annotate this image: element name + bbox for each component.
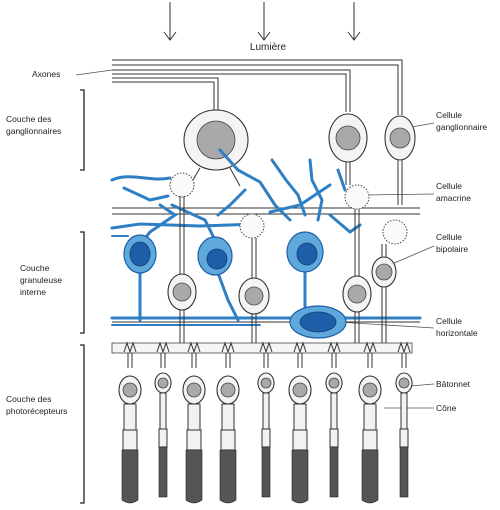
blue-amacrine-cells xyxy=(123,231,347,339)
cellule-bipolaire-label-line2: bipolaire xyxy=(436,244,468,254)
axones-leader xyxy=(75,69,113,76)
light-arrow-icon xyxy=(257,2,271,41)
rod-cell xyxy=(395,341,413,498)
couche-ganglionnaires-label-line1: Couche des xyxy=(6,114,51,124)
light-arrow-icon xyxy=(163,2,177,41)
cone-cell xyxy=(118,341,142,504)
bracket-granuleuse xyxy=(80,231,85,334)
couche-photorecepteurs-label-line2: photorécepteurs xyxy=(6,406,67,416)
rod-cell xyxy=(257,341,275,498)
cellule-bipolaire-label-line1: Cellule xyxy=(436,232,462,242)
cone-cell xyxy=(288,341,312,504)
light-arrow-icon xyxy=(347,2,361,41)
blue-dendrite-network xyxy=(110,148,422,326)
stippled-amacrine-cells xyxy=(169,172,408,245)
rod-cell xyxy=(325,341,343,498)
rod-cell xyxy=(154,341,172,498)
cellule-ganglionnaire-label-line2: ganglionnaire xyxy=(436,122,487,132)
cellule-amacrine-label-line1: Cellule xyxy=(436,181,462,191)
axon-bundle xyxy=(112,59,403,108)
light-arrows xyxy=(163,2,361,41)
couche-ganglionnaires-label-line2: ganglionnaires xyxy=(6,126,61,136)
couche-granuleuse-label-line3: interne xyxy=(20,287,46,297)
cellule-horizontale-label-line2: horizontale xyxy=(436,328,478,338)
photoreceptors xyxy=(118,341,413,504)
bipolar-cells xyxy=(167,196,397,345)
cellule-ganglionnaire-label-line1: Cellule xyxy=(436,110,462,120)
diagram-title: Lumière xyxy=(250,42,287,53)
couche-photorecepteurs-label-line1: Couche des xyxy=(6,394,51,404)
axones-label: Axones xyxy=(32,69,60,79)
couche-granuleuse-label-line2: granuleuse xyxy=(20,275,62,285)
cone-label: Cône xyxy=(436,403,457,413)
ganglion-cells xyxy=(183,102,416,205)
cone-cell xyxy=(216,341,240,504)
bracket-photorecepteurs xyxy=(80,344,85,504)
outer-plexiform-layer xyxy=(111,342,413,354)
cellule-amacrine-label-line2: amacrine xyxy=(436,193,471,203)
cone-cell xyxy=(182,341,206,504)
couche-granuleuse-label-line1: Couche xyxy=(20,263,50,273)
bracket-ganglionnaires xyxy=(80,89,85,171)
batonnet-label: Bâtonnet xyxy=(436,379,471,389)
cone-cell xyxy=(358,341,382,504)
cellule-horizontale-label-line1: Cellule xyxy=(436,316,462,326)
